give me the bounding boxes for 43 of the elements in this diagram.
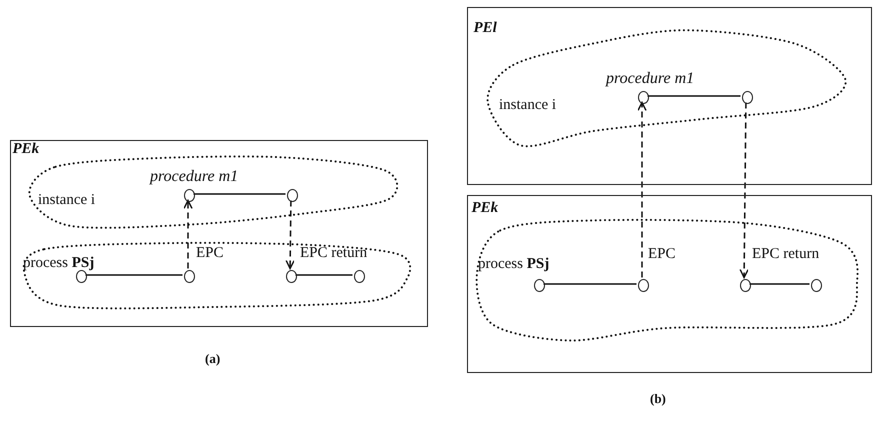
edge-label: procedure m1 [150, 168, 238, 186]
region-label: instance i [499, 97, 556, 114]
frame-label: PEl [474, 20, 497, 36]
connection-point [354, 270, 364, 282]
dashed-arrow [285, 200, 295, 270]
edge-label: procedure m1 [606, 70, 694, 88]
edge-label: EPC [648, 246, 676, 262]
connector-line [648, 95, 740, 97]
region-label: process PSj [23, 255, 94, 272]
panel-label: (a) [205, 352, 220, 366]
processing-element-frame [467, 7, 872, 185]
edge-label: EPC return [300, 245, 368, 262]
connector-line [194, 193, 286, 195]
connection-point [184, 270, 194, 282]
connector-line [296, 274, 352, 276]
connection-point [184, 188, 194, 202]
dashed-arrow [739, 102, 749, 278]
region-label: process PSj [478, 256, 550, 272]
connection-point [286, 188, 298, 202]
connector-line [544, 283, 636, 285]
edge-label: EPC return [752, 246, 820, 262]
frame-label: PEk [12, 140, 40, 157]
dashed-arrow [183, 200, 193, 268]
connection-point [740, 278, 750, 292]
frame-label: PEk [472, 200, 498, 216]
processing-element-frame [467, 195, 872, 373]
connection-point [742, 90, 752, 104]
connection-point [76, 270, 86, 282]
connection-point [286, 270, 296, 282]
connection-point [638, 90, 648, 104]
connection-point [810, 278, 822, 292]
dotted-region [473, 218, 861, 343]
connector-line [750, 283, 810, 285]
connector-line [86, 274, 182, 276]
dotted-region [21, 241, 411, 309]
processing-element-frame [10, 140, 428, 327]
edge-label: EPC [196, 245, 224, 262]
dashed-arrow [637, 102, 647, 278]
connection-point [534, 278, 544, 292]
region-label: instance i [38, 192, 96, 208]
connection-point [638, 278, 648, 292]
dotted-region [26, 156, 396, 228]
panel-label: (b) [650, 392, 666, 406]
